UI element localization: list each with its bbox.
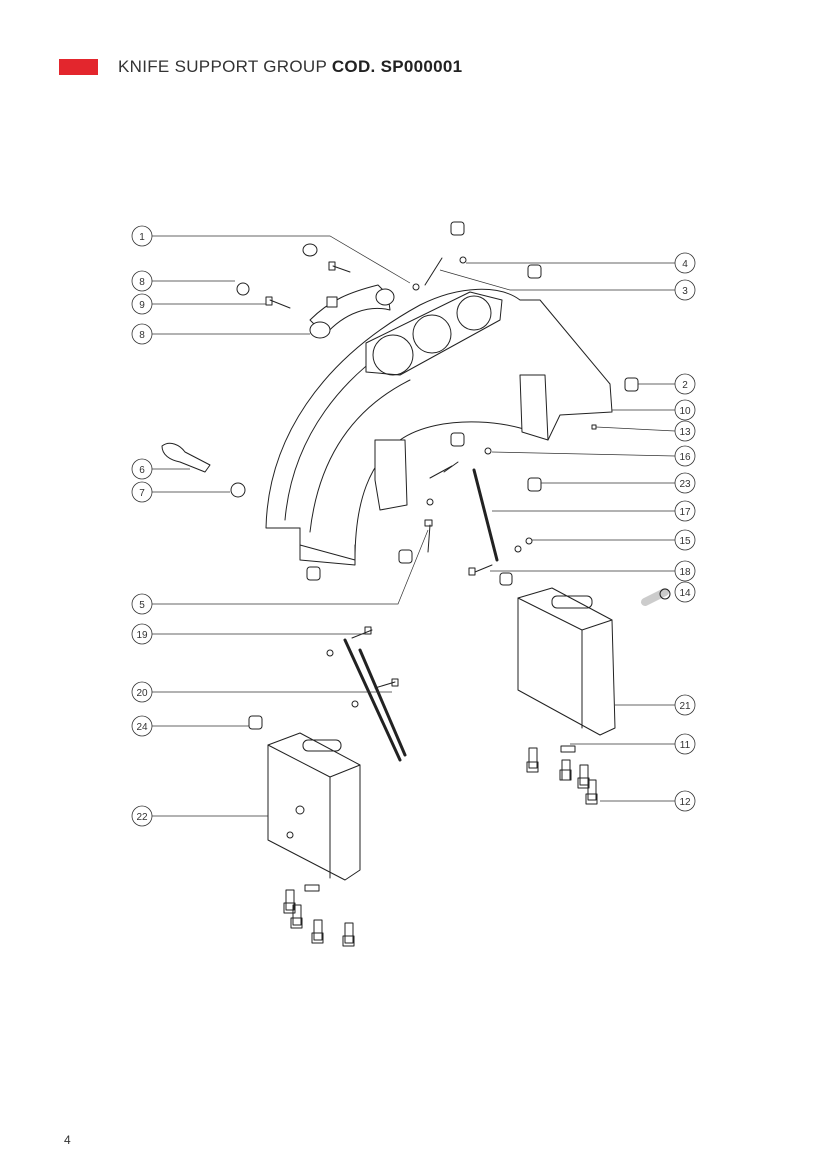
callout-22: 22 bbox=[136, 812, 148, 823]
callout-19: 19 bbox=[136, 630, 148, 641]
callout-23: 23 bbox=[679, 479, 691, 490]
callout-11: 11 bbox=[680, 740, 691, 751]
title-text: KNIFE SUPPORT GROUP bbox=[118, 57, 327, 76]
callout-9: 9 bbox=[139, 300, 145, 311]
callout-1: 1 bbox=[139, 232, 145, 243]
callout-15: 15 bbox=[679, 536, 691, 547]
callout-18: 18 bbox=[679, 567, 691, 578]
header-accent-bar bbox=[59, 59, 98, 75]
callout-5: 5 bbox=[139, 600, 145, 611]
callout-6: 6 bbox=[139, 465, 145, 476]
callout-8a: 8 bbox=[139, 277, 145, 288]
callout-10: 10 bbox=[679, 406, 691, 417]
page-title: KNIFE SUPPORT GROUP COD. SP000001 bbox=[118, 57, 462, 77]
callout-7: 7 bbox=[139, 488, 145, 499]
callout-20: 20 bbox=[136, 688, 148, 699]
callout-14: 14 bbox=[679, 588, 691, 599]
callout-2: 2 bbox=[682, 380, 688, 391]
callout-3: 3 bbox=[682, 286, 688, 297]
callout-13: 13 bbox=[679, 427, 691, 438]
callout-21: 21 bbox=[679, 701, 691, 712]
page-number: 4 bbox=[64, 1133, 71, 1147]
callout-17: 17 bbox=[679, 507, 691, 518]
callout-8b: 8 bbox=[139, 330, 145, 341]
callout-24: 24 bbox=[136, 722, 148, 733]
product-code: COD. SP000001 bbox=[331, 57, 463, 76]
callout-12: 12 bbox=[679, 797, 691, 808]
callout-16: 16 bbox=[679, 452, 691, 463]
callout-4: 4 bbox=[682, 259, 688, 270]
